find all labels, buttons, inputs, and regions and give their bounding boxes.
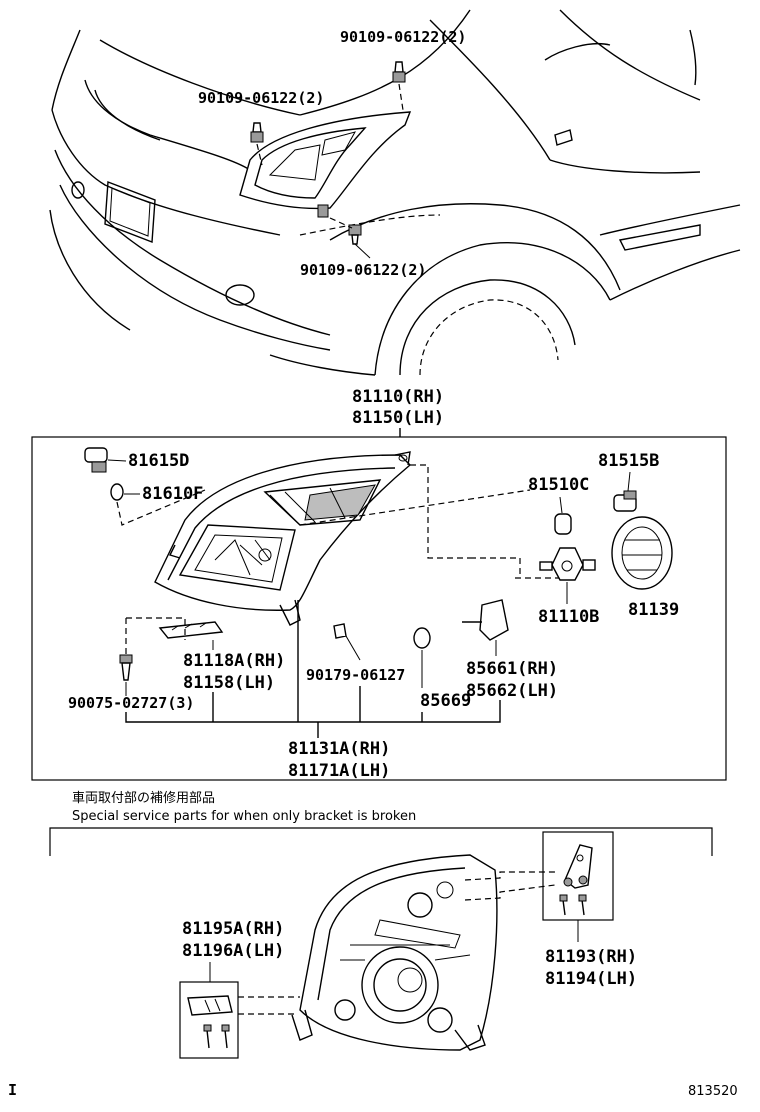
- bulb-81110B-icon: [539, 547, 596, 581]
- socket-81615D-icon: [84, 447, 108, 473]
- bracket-81193-icon: [559, 844, 593, 916]
- oring-85669-icon: [413, 627, 431, 649]
- note-english: Special service parts for when only brac…: [72, 809, 416, 824]
- screw-90075-icon: [119, 654, 133, 681]
- bracket-81195A-icon: [187, 995, 233, 1049]
- label-81193: 81193(RH): [545, 947, 637, 967]
- label-85669: 85669: [420, 691, 471, 711]
- repair-section-bracket: [49, 827, 713, 856]
- bulb-81610F-icon: [110, 483, 124, 501]
- label-bolt-top: 90109-06122(2): [340, 28, 466, 46]
- label-90179: 90179-06127: [306, 666, 405, 684]
- note-japanese: 車両取付部の補修用部品: [72, 791, 215, 806]
- label-85661: 85661(RH): [466, 659, 558, 679]
- label-81171A: 81171A(LH): [288, 761, 390, 781]
- bulb-81510C-icon: [554, 513, 572, 535]
- headlamp-rear-view: [291, 854, 498, 1051]
- label-81610F: 81610F: [142, 484, 203, 504]
- label-81510C: 81510C: [528, 475, 589, 495]
- clip-90179-icon: [333, 623, 347, 639]
- socket-81515B-icon: [613, 490, 637, 512]
- bracket-81118A-icon: [158, 621, 224, 639]
- label-bolt-left: 90109-06122(2): [198, 89, 324, 107]
- label-81131A: 81131A(RH): [288, 739, 390, 759]
- label-81195A: 81195A(RH): [182, 919, 284, 939]
- label-81515B: 81515B: [598, 451, 659, 471]
- label-85662: 85662(LH): [466, 681, 558, 701]
- label-81118A: 81118A(RH): [183, 651, 285, 671]
- footer-left-mark: I: [8, 1081, 17, 1099]
- label-81110B: 81110B: [538, 607, 599, 627]
- label-bolt-bottom: 90109-06122(2): [300, 261, 426, 279]
- actuator-85661-icon: [462, 599, 509, 641]
- label-assy-lh: 81150(LH): [352, 408, 444, 428]
- label-90075: 90075-02727(3): [68, 694, 194, 712]
- bolt-left-icon: [250, 122, 264, 143]
- label-81158: 81158(LH): [183, 673, 275, 693]
- label-81139: 81139: [628, 600, 679, 620]
- label-81615D: 81615D: [128, 451, 189, 471]
- car-front-illustration: [49, 9, 741, 376]
- bolt-top-icon: [392, 61, 406, 83]
- label-81196A: 81196A(LH): [182, 941, 284, 961]
- headlamp-assembly-box: [31, 436, 727, 781]
- label-assy-rh: 81110(RH): [352, 387, 444, 407]
- bolt-bottom-icon: [348, 224, 362, 245]
- headlamp-unit: [154, 451, 412, 626]
- bracket-81195A-box: [179, 981, 239, 1059]
- label-81194: 81194(LH): [545, 969, 637, 989]
- figure-id: 813520: [688, 1084, 738, 1099]
- cover-81139-icon: [611, 516, 673, 590]
